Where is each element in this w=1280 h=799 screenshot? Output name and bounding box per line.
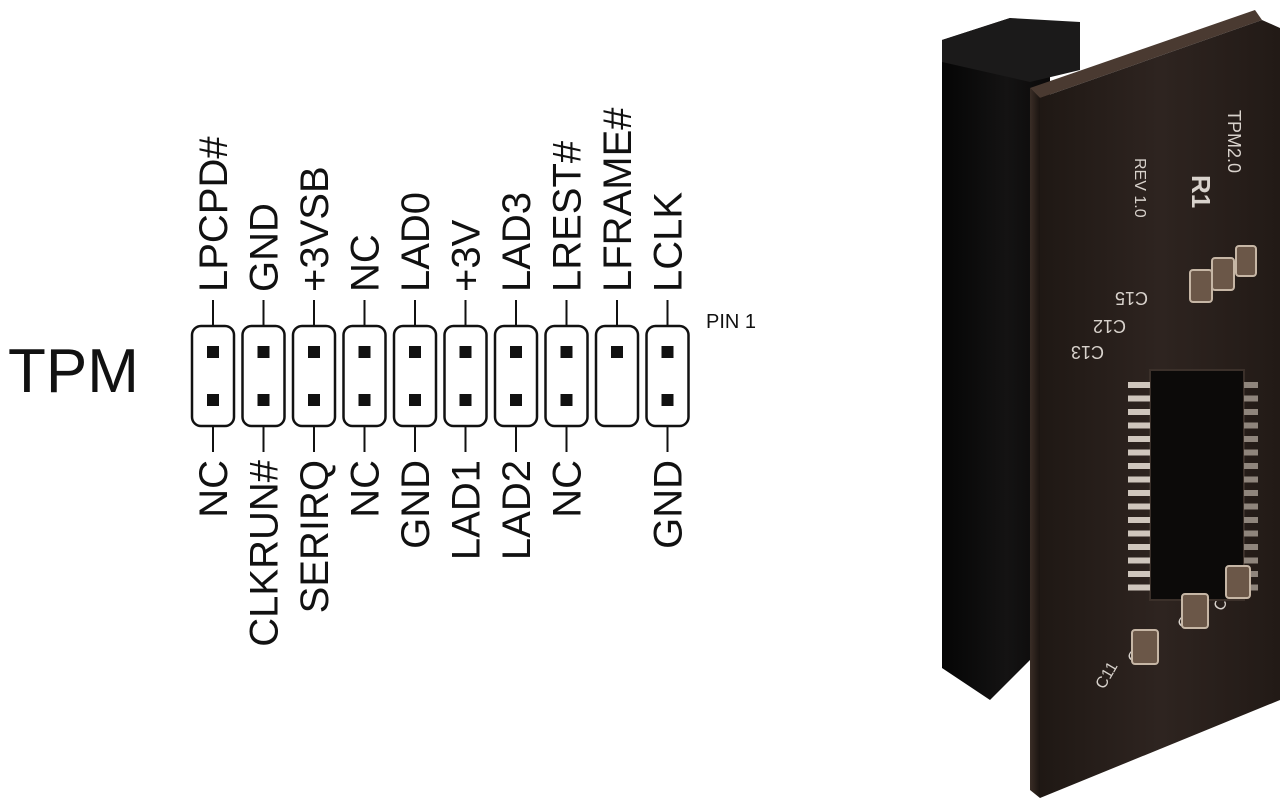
silk-c12: C12	[1093, 316, 1126, 336]
top-pin-label: NC	[344, 234, 388, 292]
pin-column-box	[493, 324, 539, 428]
pin-top	[409, 346, 421, 358]
pin-bottom	[257, 394, 270, 406]
chip-leg	[1244, 436, 1258, 442]
chip-leg	[1128, 395, 1150, 402]
pin-bottom	[459, 394, 472, 406]
bottom-pin-label: NC	[546, 460, 590, 518]
chip-leg	[1128, 571, 1150, 577]
pin-top	[661, 346, 674, 358]
chip-leg	[1244, 503, 1258, 510]
pin-bottom	[409, 394, 421, 406]
pin-column-box	[544, 324, 589, 428]
pin-column-box	[342, 324, 387, 428]
silk-rev: REV 1.0	[1131, 158, 1148, 218]
chip-leg	[1128, 503, 1150, 510]
chip-leg	[1244, 530, 1258, 537]
pin-column-box	[241, 324, 286, 428]
chip-leg	[1128, 409, 1150, 415]
chip-leg	[1244, 449, 1258, 456]
chip-leg	[1128, 517, 1150, 523]
pin-column-box	[443, 324, 488, 428]
module-capacitors	[1131, 245, 1257, 665]
pin-column-box	[291, 324, 337, 428]
chip-leg	[1128, 449, 1150, 456]
chip-leg	[1128, 490, 1150, 496]
pin-top	[611, 346, 623, 358]
pin-column-box	[645, 324, 690, 428]
chip-leg	[1244, 409, 1258, 415]
pin-top	[560, 346, 573, 358]
chip-leg	[1128, 557, 1150, 564]
chip-leg	[1128, 544, 1150, 550]
pin-bottom	[358, 394, 371, 406]
bottom-pin-label: LAD1	[445, 460, 489, 560]
chip-leg	[1244, 517, 1258, 523]
top-pin-label: LREST#	[546, 140, 590, 292]
module-board-side	[1030, 88, 1040, 798]
chip-leg	[1244, 557, 1258, 564]
pin-column-box	[594, 324, 640, 428]
chip-leg	[1244, 476, 1258, 483]
chip-leg	[1128, 476, 1150, 483]
bottom-pin-label: NC	[192, 460, 236, 518]
pin-top	[257, 346, 270, 358]
silk-tpm20: TPM2.0	[1224, 110, 1244, 173]
top-pin-label: LAD3	[495, 192, 539, 292]
chip-leg	[1244, 490, 1258, 496]
chip-leg	[1128, 382, 1150, 388]
top-pin-label: LCLK	[647, 192, 691, 292]
top-pin-label: +3V	[445, 219, 489, 292]
silk-c15: C15	[1115, 288, 1148, 308]
bottom-pin-label: NC	[344, 460, 388, 518]
top-pin-label: LFRAME#	[596, 107, 640, 292]
top-pin-label: +3VSB	[293, 166, 337, 292]
bottom-pin-label: CLKRUN#	[243, 459, 287, 646]
pin-bottom	[207, 394, 219, 406]
pin-header	[190, 324, 690, 428]
chip-leg	[1128, 436, 1150, 442]
bottom-pin-label: GND	[647, 460, 691, 549]
module-connector-block	[942, 18, 1050, 700]
chip-leg	[1244, 382, 1258, 388]
pin-top	[510, 346, 522, 358]
pin-bottom	[560, 394, 573, 406]
chip-leg	[1128, 463, 1150, 469]
chip-leg	[1128, 584, 1150, 591]
pin-top	[308, 346, 320, 358]
chip-leg	[1128, 422, 1150, 429]
pin-top	[459, 346, 472, 358]
chip-leg	[1244, 463, 1258, 469]
pin1-label: PIN 1	[706, 311, 756, 333]
pin-bottom	[308, 394, 320, 406]
chip-leg	[1244, 544, 1258, 550]
pin-bottom	[661, 394, 674, 406]
pin-column-box	[190, 324, 236, 428]
bottom-pin-label: SERIRQ	[293, 460, 337, 613]
pin-bottom	[510, 394, 522, 406]
top-pin-label: LAD0	[394, 192, 438, 292]
module-board-edge	[1030, 10, 1262, 98]
pin-top	[358, 346, 371, 358]
pin-top	[207, 346, 219, 358]
module-chip	[1128, 369, 1258, 601]
tpm-module-photo: TPM2.0 REV 1.0 C15 C12 C13 C14 C9 C10 C1…	[942, 10, 1280, 798]
pin-column-box	[392, 324, 438, 428]
top-pin-label: GND	[243, 203, 287, 292]
silk-r1: R1	[1186, 175, 1216, 208]
bottom-pin-label: LAD2	[495, 460, 539, 560]
connector-title: TPM	[8, 337, 139, 406]
chip-leg	[1128, 530, 1150, 537]
bottom-pin-label: GND	[394, 460, 438, 549]
module-connector-top	[942, 18, 1080, 82]
top-pin-label: LPCPD#	[192, 136, 236, 292]
chip-leg	[1244, 395, 1258, 402]
silk-c13: C13	[1071, 342, 1104, 362]
chip-leg	[1244, 422, 1258, 429]
